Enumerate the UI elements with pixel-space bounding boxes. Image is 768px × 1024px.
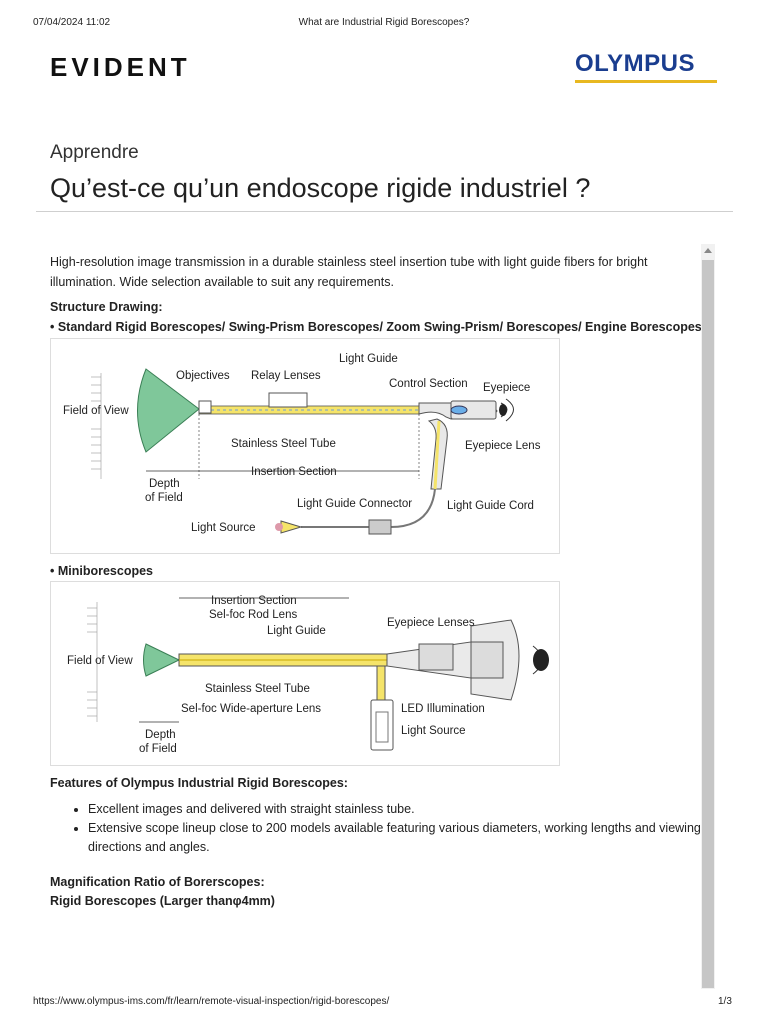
label-mini-depth: Depth — [145, 729, 176, 741]
features-heading: Features of Olympus Industrial Rigid Bor… — [50, 776, 348, 790]
print-page-title: What are Industrial Rigid Borescopes? — [298, 17, 470, 28]
title-divider — [36, 211, 733, 212]
vertical-scrollbar[interactable] — [701, 244, 715, 989]
miniborescopes-heading: • Miniborescopes — [50, 564, 154, 578]
label-mini-field-of-view: Field of View — [67, 655, 133, 667]
label-objectives: Objectives — [176, 370, 230, 382]
print-url: https://www.olympus-ims.com/fr/learn/rem… — [33, 996, 390, 1007]
intro-paragraph: High-resolution image transmission in a … — [50, 255, 648, 289]
evident-logo[interactable]: EVIDENT — [50, 52, 191, 82]
label-insertion-section: Insertion Section — [251, 466, 337, 478]
label-light-source: Light Source — [191, 522, 256, 534]
feature-item: Excellent images and delivered with stra… — [88, 800, 728, 819]
field-of-view-cone — [137, 368, 200, 453]
standard-borescope-diagram: Objectives Relay Lenses Light Guide Cont… — [50, 338, 560, 554]
label-light-guide-cord: Light Guide Cord — [447, 500, 534, 512]
label-field-of-view: Field of View — [63, 405, 129, 417]
magnification-heading: Magnification Ratio of Borerscopes: — [50, 875, 265, 889]
olympus-logo-text: OLYMPUS — [575, 50, 695, 77]
mini-field-of-view-cone — [143, 643, 181, 677]
page-title: Qu’est-ce qu’un endoscope rigide industr… — [50, 173, 591, 203]
structure-heading: Structure Drawing: — [50, 300, 163, 314]
label-light-guide: Light Guide — [339, 353, 398, 365]
label-depth: Depth — [149, 478, 180, 490]
print-datetime: 07/04/2024 11:02 — [33, 17, 111, 28]
label-selfoc-rod-lens: Sel-foc Rod Lens — [209, 609, 297, 621]
label-eyepiece-lens: Eyepiece Lens — [465, 440, 541, 452]
label-mini-light-guide: Light Guide — [267, 625, 326, 637]
label-led-illumination: LED Illumination — [401, 703, 485, 715]
scroll-up-arrow-icon[interactable] — [704, 248, 712, 253]
label-mini-of-field: of Field — [139, 743, 177, 755]
rigid-larger-heading: Rigid Borescopes (Larger thanφ4mm) — [50, 894, 275, 908]
label-eyepiece: Eyepiece — [483, 382, 530, 394]
olympus-logo[interactable]: OLYMPUS — [575, 50, 717, 83]
label-relay-lenses: Relay Lenses — [251, 370, 321, 382]
standard-borescopes-heading: • Standard Rigid Borescopes/ Swing-Prism… — [50, 320, 702, 334]
scrollbar-thumb[interactable] — [702, 260, 714, 988]
print-page-number: 1/3 — [718, 996, 732, 1007]
field-hatching — [91, 373, 102, 479]
miniborescope-diagram: Insertion Section Sel-foc Rod Lens Light… — [50, 581, 560, 766]
label-of-field: of Field — [145, 492, 183, 504]
olympus-logo-underline — [575, 80, 717, 83]
label-stainless-tube: Stainless Steel Tube — [231, 438, 336, 450]
label-mini-stainless-tube: Stainless Steel Tube — [205, 683, 310, 695]
label-mini-insertion-section: Insertion Section — [211, 595, 297, 607]
label-eyepiece-lenses: Eyepiece Lenses — [387, 617, 475, 629]
features-list: Excellent images and delivered with stra… — [72, 800, 728, 857]
section-kicker: Apprendre — [50, 142, 139, 163]
label-control-section: Control Section — [389, 378, 468, 390]
label-light-guide-connector: Light Guide Connector — [297, 498, 412, 510]
label-mini-light-source: Light Source — [401, 725, 466, 737]
feature-item: Extensive scope lineup close to 200 mode… — [88, 819, 728, 857]
label-selfoc-wide: Sel-foc Wide-aperture Lens — [181, 703, 321, 715]
